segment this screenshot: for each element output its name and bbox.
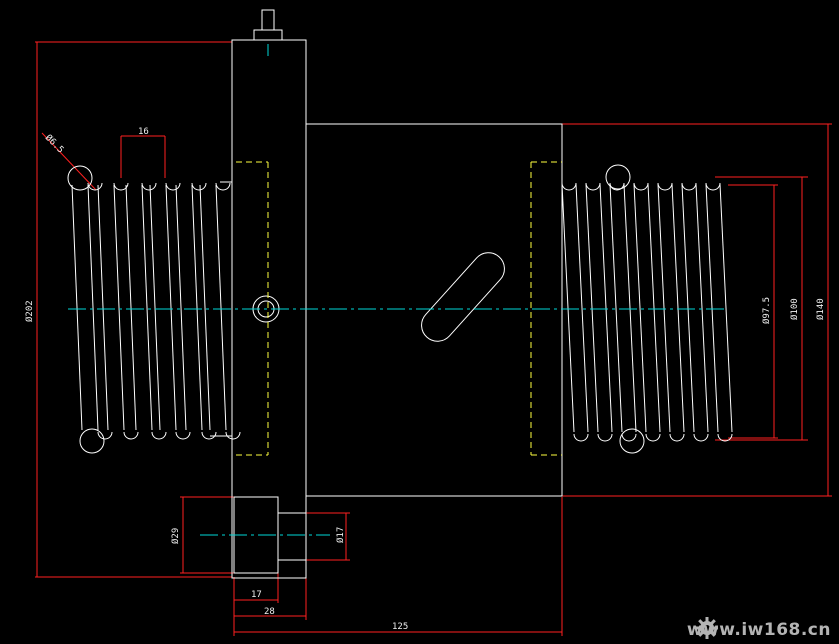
thread-arc bbox=[621, 433, 637, 442]
thread-arc bbox=[597, 433, 613, 442]
thread-rib bbox=[149, 184, 161, 431]
thread-rib bbox=[585, 183, 599, 433]
thread-arc bbox=[215, 182, 231, 191]
thread-rib bbox=[705, 183, 719, 433]
thread-rib bbox=[695, 183, 709, 433]
thread-arc bbox=[87, 182, 103, 191]
dim-w28: 28 bbox=[264, 607, 275, 617]
thread-arc bbox=[681, 182, 697, 191]
thread-arc bbox=[225, 431, 241, 440]
thread-arc bbox=[191, 182, 207, 191]
thread-rib bbox=[599, 183, 613, 433]
thread-arc bbox=[705, 182, 721, 191]
thread-rib bbox=[657, 183, 671, 433]
dim-pipe-inner: Ø17 bbox=[335, 527, 346, 543]
gear-icon bbox=[696, 617, 718, 639]
ball-circle bbox=[79, 428, 105, 454]
thread-arc bbox=[113, 182, 129, 191]
thread-rib bbox=[175, 184, 187, 431]
thread-rib bbox=[671, 183, 685, 433]
thread-arc bbox=[645, 433, 661, 442]
thread-rib bbox=[623, 183, 637, 433]
ball-circle bbox=[605, 164, 631, 190]
part-outline bbox=[231, 9, 563, 579]
thread-arc bbox=[717, 433, 733, 442]
thread-arc bbox=[669, 433, 685, 442]
thread-rib bbox=[97, 184, 109, 431]
dim-140: Ø140 bbox=[815, 298, 826, 320]
ball-circle bbox=[619, 428, 645, 454]
thread-rib bbox=[633, 183, 647, 433]
dim-pitch: 16 bbox=[138, 127, 149, 137]
thread-arc bbox=[561, 182, 577, 191]
thread-rib bbox=[141, 184, 153, 431]
dim-w17: 17 bbox=[251, 590, 262, 600]
hidden-lines bbox=[236, 161, 562, 456]
thread-rib bbox=[647, 183, 661, 433]
center-lines bbox=[68, 44, 726, 536]
thread-arc bbox=[175, 431, 191, 440]
thread-rib bbox=[609, 183, 623, 433]
thread-rib bbox=[719, 183, 733, 433]
watermark-text: www.iw168.cn bbox=[686, 620, 831, 640]
thread-arc bbox=[165, 182, 181, 191]
thread-arc bbox=[201, 431, 217, 440]
thread-arc bbox=[609, 182, 625, 191]
right-thread bbox=[561, 164, 733, 454]
thread-arc bbox=[97, 431, 113, 440]
dim-inner-dia: Ø97.5 bbox=[761, 297, 772, 324]
ball-circle bbox=[67, 165, 93, 191]
thread-rib bbox=[681, 183, 695, 433]
thread-arc bbox=[573, 433, 589, 442]
thread-rib bbox=[87, 184, 99, 431]
dim-pipe-outer: Ø29 bbox=[170, 528, 181, 544]
thread-arc bbox=[657, 182, 673, 191]
dimension-texts: 16 Ø6.5 Ø202 Ø97.5 Ø100 Ø140 Ø29 Ø17 17 … bbox=[24, 127, 826, 632]
thread-rib bbox=[575, 183, 589, 433]
dim-ball: Ø6.5 bbox=[43, 132, 66, 155]
thread-rib bbox=[71, 184, 83, 431]
thread-arc bbox=[693, 433, 709, 442]
dim-100: Ø100 bbox=[789, 298, 800, 320]
thread-rib bbox=[199, 184, 211, 431]
thread-arc bbox=[123, 431, 139, 440]
dimension-lines bbox=[35, 41, 832, 636]
thread-rib bbox=[165, 184, 177, 431]
thread-rib bbox=[125, 184, 137, 431]
thread-rib bbox=[191, 184, 203, 431]
thread-rib bbox=[561, 183, 575, 433]
dim-flange-dia: Ø202 bbox=[24, 300, 35, 322]
left-thread bbox=[67, 165, 241, 454]
dim-total-len: 125 bbox=[392, 622, 408, 632]
thread-rib bbox=[215, 184, 227, 431]
thread-arc bbox=[633, 182, 649, 191]
thread-rib bbox=[113, 184, 125, 431]
thread-arc bbox=[585, 182, 601, 191]
thread-arc bbox=[151, 431, 167, 440]
thread-arc bbox=[141, 182, 157, 191]
